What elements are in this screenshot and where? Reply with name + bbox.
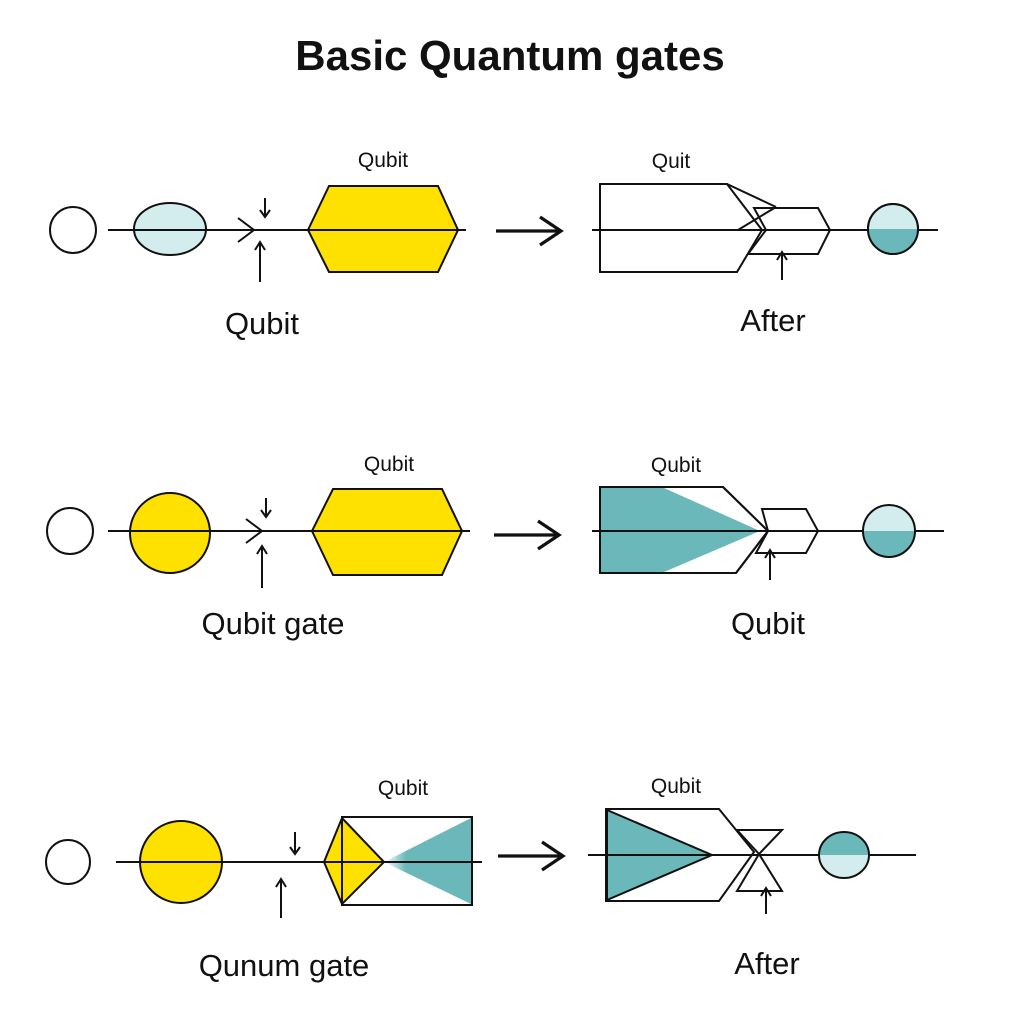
- row-3: Qubit Qunum gate Qubit After: [45, 775, 916, 983]
- output-gate-shape: [599, 183, 764, 273]
- row-2: Qubit Qubit gate Qubit Qubit: [46, 453, 944, 641]
- row-left-label: Qubit: [225, 306, 299, 341]
- input-qubit-circle: [46, 507, 94, 555]
- arrow-down-icon: [259, 198, 271, 219]
- row-left-label: Qubit gate: [201, 606, 344, 641]
- row-right-label: Qubit: [731, 606, 805, 641]
- arrow-up-icon: [776, 250, 788, 280]
- out-gate-label: Qubit: [651, 454, 701, 477]
- output-qubit-circle: [862, 504, 916, 558]
- gate-label: Qubit: [358, 149, 408, 172]
- gate-label: Qubit: [364, 453, 414, 476]
- arrow-up-icon: [254, 240, 266, 282]
- arrow-up-icon: [764, 548, 776, 580]
- arrow-up-icon: [256, 544, 268, 588]
- arrow-up-icon: [760, 886, 772, 914]
- row-left-label: Qunum gate: [199, 948, 370, 983]
- row-right-label: After: [734, 946, 799, 981]
- qubit-state-circle: [129, 492, 211, 574]
- transform-arrow-icon: [498, 840, 566, 872]
- output-qubit-circle: [867, 203, 919, 255]
- transform-arrow-icon: [494, 519, 562, 551]
- out-gate-label: Qubit: [651, 775, 701, 798]
- row-right-label: After: [740, 303, 805, 338]
- chevron-right-icon: [245, 518, 264, 544]
- input-qubit-circle: [49, 206, 97, 254]
- diagram-title: Basic Quantum gates: [295, 32, 724, 79]
- row-1: Qubit Qubit Quit After: [49, 149, 938, 341]
- input-qubit-circle: [45, 839, 91, 885]
- arrow-down-icon: [260, 498, 272, 519]
- transform-arrow-icon: [496, 215, 564, 247]
- arrow-down-icon: [289, 832, 301, 856]
- out-gate-label: Quit: [652, 150, 691, 173]
- gate-label: Qubit: [378, 777, 428, 800]
- output-qubit-ellipse: [818, 831, 870, 879]
- chevron-right-icon: [237, 217, 256, 243]
- arrow-up-icon: [275, 877, 287, 918]
